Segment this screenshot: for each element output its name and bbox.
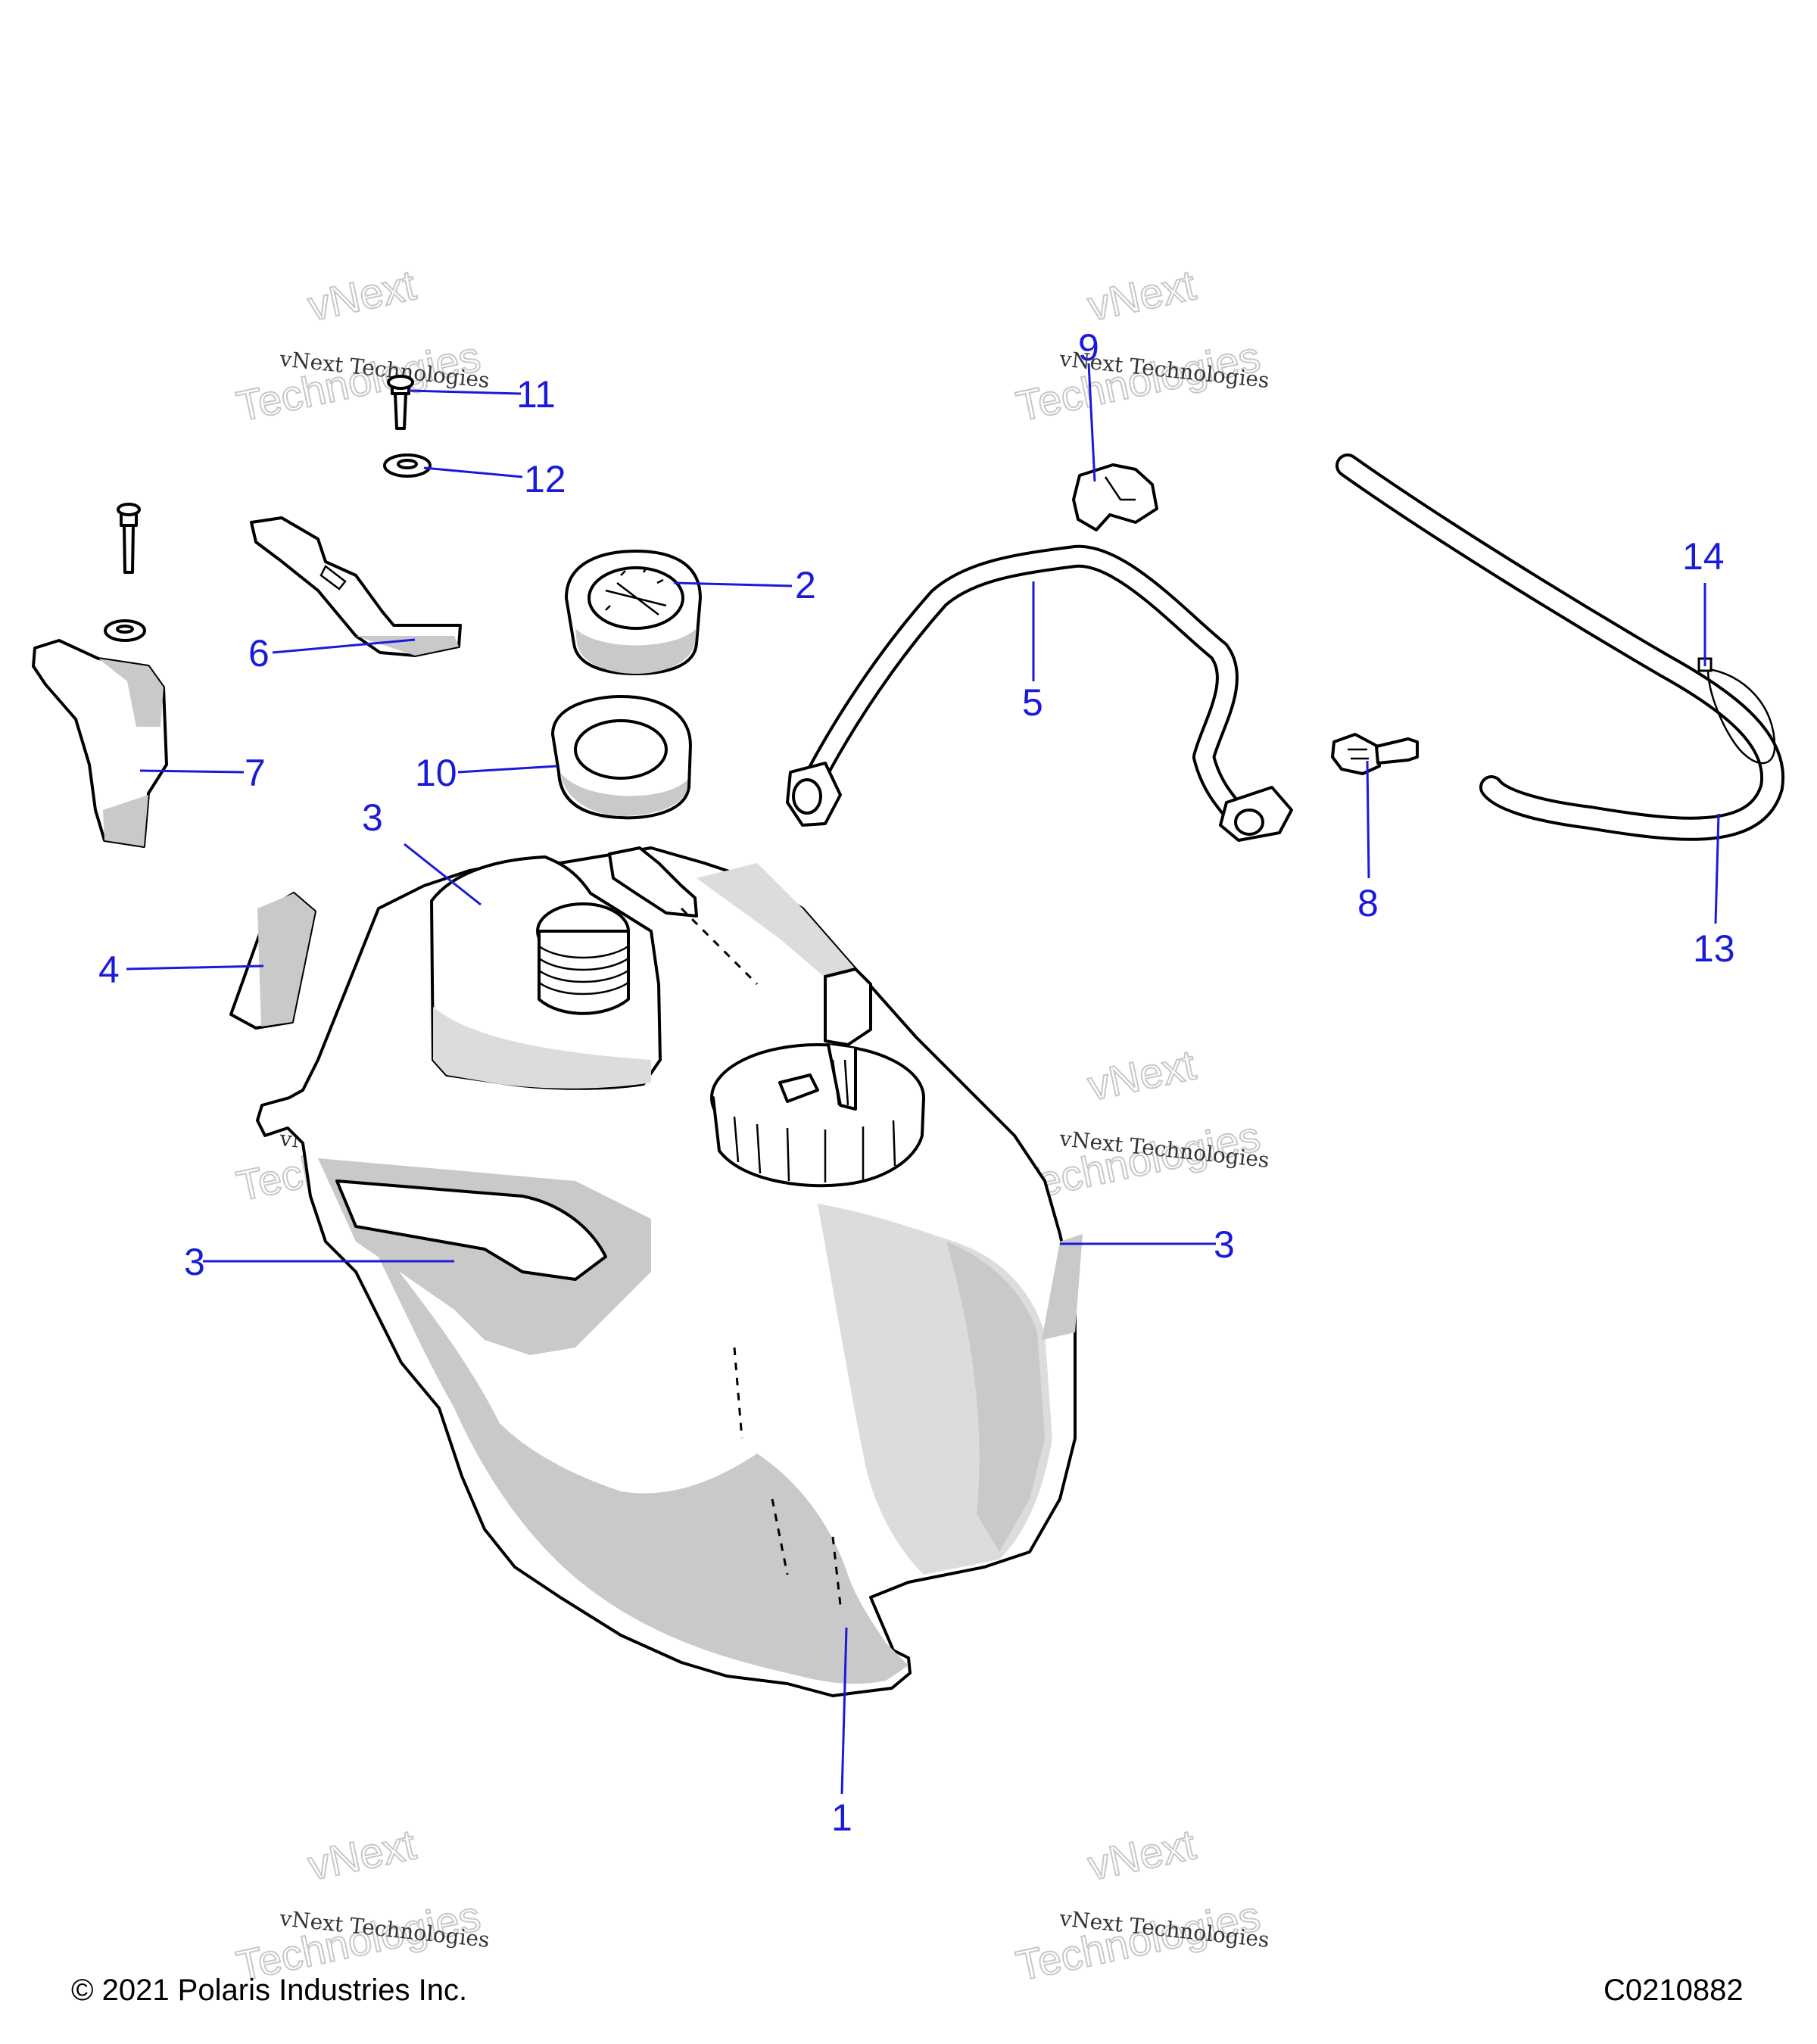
diagram-code: C0210882 xyxy=(1604,1974,1744,2007)
fuel-cap-part-2 xyxy=(565,550,702,675)
callout-9: 9 xyxy=(1078,326,1099,369)
callout-3-top: 3 xyxy=(362,796,383,839)
callout-numbers: 1 2 3 3 3 4 5 6 7 8 9 10 11 12 13 14 xyxy=(98,326,1735,1839)
callout-1: 1 xyxy=(831,1796,852,1839)
svg-text:vNext: vNext xyxy=(304,1820,420,1889)
leader-lines xyxy=(126,363,1720,1795)
pad-part-4 xyxy=(229,892,316,1030)
callout-4: 4 xyxy=(98,949,120,991)
callout-14: 14 xyxy=(1682,535,1725,578)
svg-text:vNext: vNext xyxy=(304,260,420,329)
svg-text:vNext: vNext xyxy=(1083,260,1200,329)
callout-2: 2 xyxy=(795,564,816,606)
copyright-text: © 2021 Polaris Industries Inc. xyxy=(71,1974,467,2007)
callout-3-right: 3 xyxy=(1214,1223,1235,1266)
vent-hose-part-5 xyxy=(786,544,1293,842)
callout-5: 5 xyxy=(1022,681,1043,724)
svg-text:vNext: vNext xyxy=(1083,1820,1200,1889)
bracket-part-6 xyxy=(250,516,462,657)
callout-11: 11 xyxy=(516,373,556,416)
callout-8: 8 xyxy=(1357,882,1379,924)
washer-part-12 xyxy=(383,453,432,478)
gasket-part-10 xyxy=(551,695,692,820)
bolt-part-11 xyxy=(387,375,414,430)
clip-part-9 xyxy=(1072,463,1158,531)
hose-part-13 xyxy=(1335,453,1785,841)
fuel-tank-part-1 xyxy=(256,846,1083,1697)
callout-12: 12 xyxy=(524,458,566,500)
svg-text:vNext: vNext xyxy=(1083,1040,1200,1109)
elbow-fitting-part-8 xyxy=(1331,733,1419,775)
callout-7: 7 xyxy=(245,752,266,794)
bracket-part-7 xyxy=(32,503,168,848)
callout-10: 10 xyxy=(415,752,457,794)
callout-3-left: 3 xyxy=(184,1241,205,1283)
callout-13: 13 xyxy=(1693,927,1735,970)
callout-6: 6 xyxy=(248,632,270,675)
